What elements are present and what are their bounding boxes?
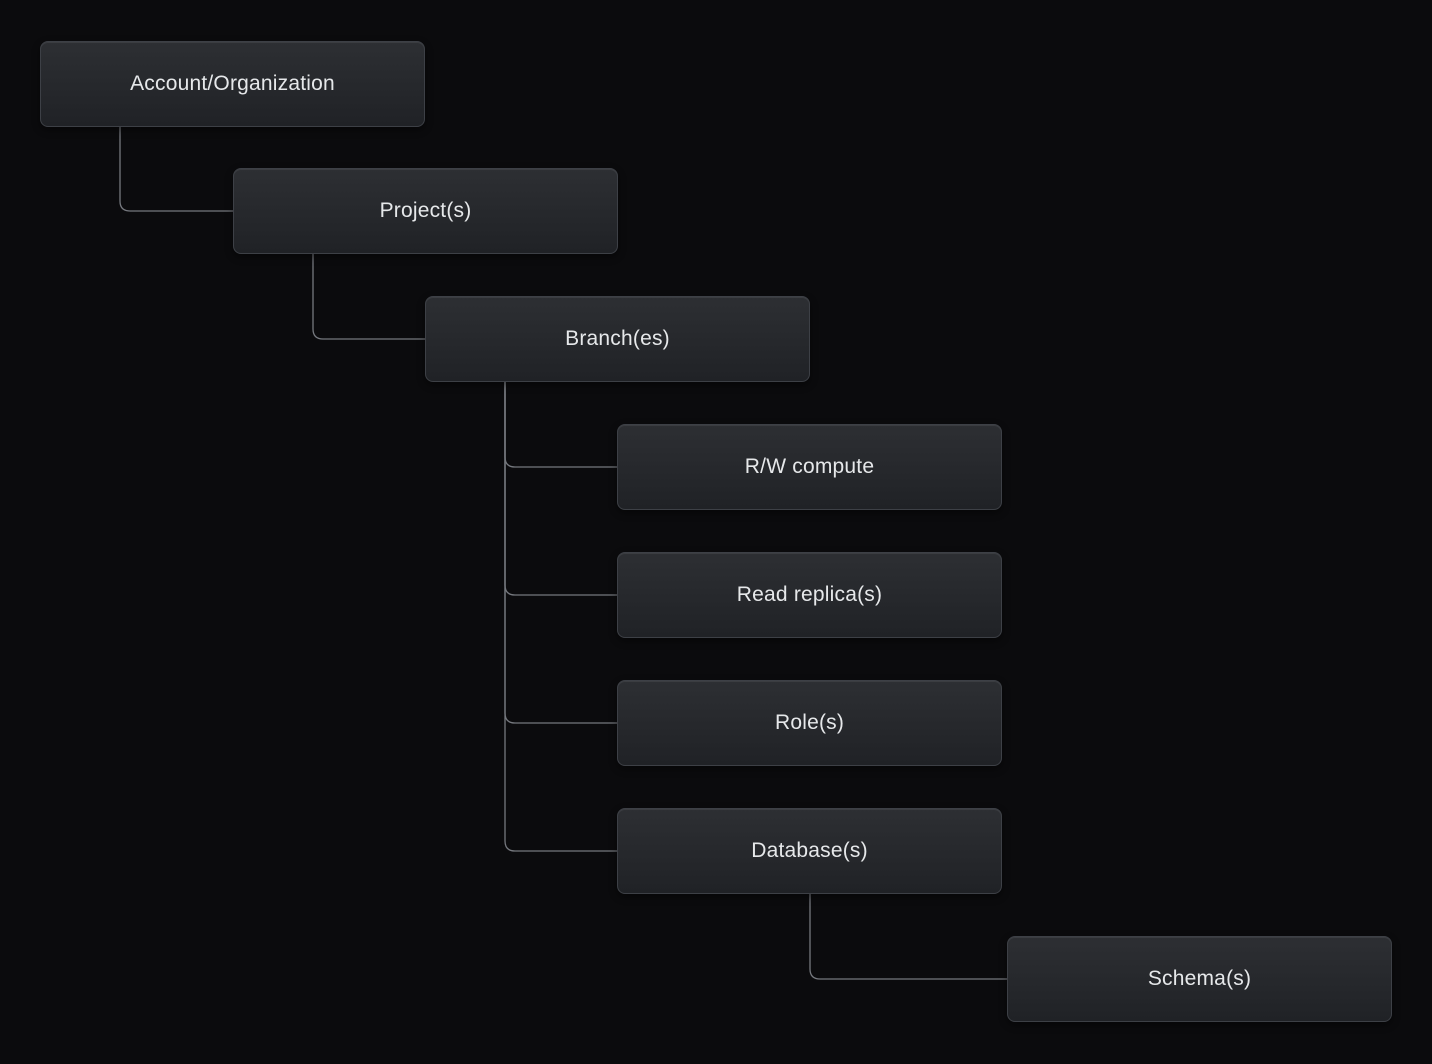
connector-branches-databases — [504, 382, 617, 852]
node-label: Database(s) — [751, 839, 868, 862]
node-schemas: Schema(s) — [1007, 936, 1392, 1022]
connector-databases-schemas — [809, 894, 1007, 980]
connector-branches-rw-compute — [504, 382, 617, 468]
node-label: Read replica(s) — [736, 583, 883, 606]
connector-account-projects — [119, 127, 233, 212]
connector-projects-branches — [312, 254, 425, 340]
node-rw-compute: R/W compute — [617, 424, 1002, 510]
node-projects: Project(s) — [233, 168, 618, 254]
node-label: Project(s) — [379, 199, 472, 222]
node-label: Schema(s) — [1147, 967, 1252, 990]
node-read-replicas: Read replica(s) — [617, 552, 1002, 638]
node-account-organization: Account/Organization — [40, 41, 425, 127]
node-label: R/W compute — [744, 455, 875, 478]
connector-branches-roles — [504, 382, 617, 724]
node-label: Role(s) — [774, 711, 845, 734]
node-label: Branch(es) — [565, 327, 670, 350]
node-label: Account/Organization — [130, 72, 335, 95]
node-roles: Role(s) — [617, 680, 1002, 766]
node-branches: Branch(es) — [425, 296, 810, 382]
node-databases: Database(s) — [617, 808, 1002, 894]
connector-branches-read-replicas — [504, 382, 617, 596]
